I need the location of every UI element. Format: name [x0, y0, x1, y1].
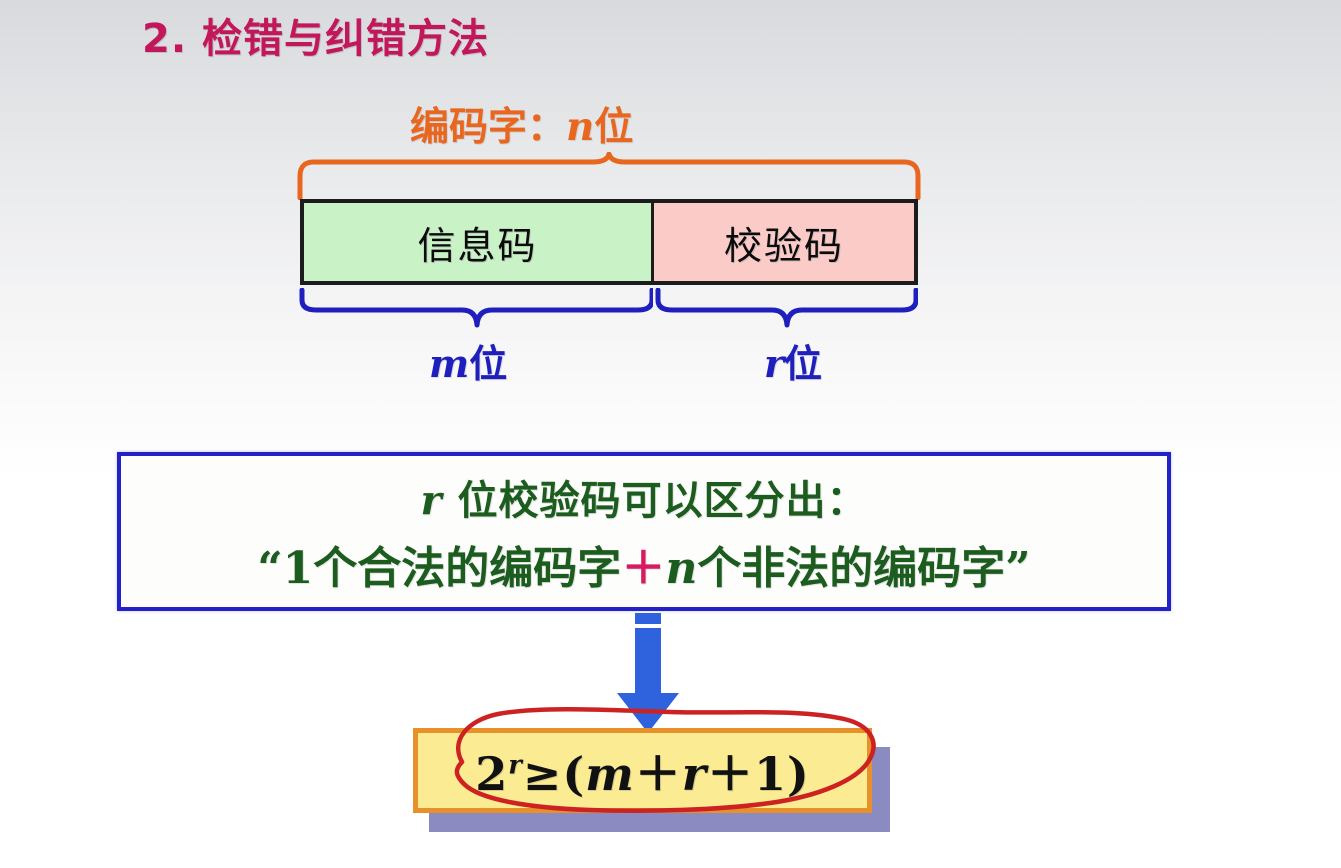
statement-plus-symbol: ＋ — [621, 542, 666, 594]
page-title: 2. 检错与纠错方法 — [142, 16, 489, 62]
codeword-label-suffix: 位 — [594, 104, 634, 150]
statement-box: r 位校验码可以区分出： “1个合法的编码字＋n个非法的编码字” — [117, 452, 1171, 611]
formula-exponent: r — [508, 750, 523, 781]
info-code-label: 信息码 — [417, 223, 538, 268]
statement-line-2-open: “1个合法的编码字 — [257, 542, 622, 594]
codeword-layout: 信息码 校验码 — [300, 199, 918, 285]
r-bits-brace-icon — [655, 288, 918, 328]
formula-term-m: m — [585, 746, 635, 801]
formula-term-one: 1 — [754, 746, 788, 801]
formula-close-paren: ) — [787, 746, 810, 801]
formula-base: 2 — [475, 746, 509, 801]
codeword-label-variable: n — [566, 104, 595, 150]
check-code-box: 校验码 — [654, 199, 918, 285]
statement-line-1-variable: r — [420, 476, 443, 524]
formula-box: 2r≥(m＋r＋1) — [413, 728, 872, 813]
codeword-label-prefix: 编码字： — [410, 104, 567, 150]
r-bits-label: r位 — [764, 333, 822, 388]
statement-line-2: “1个合法的编码字＋n个非法的编码字” — [257, 532, 1030, 596]
formula-op-1: ＋ — [634, 746, 682, 801]
statement-line-2-variable: n — [665, 542, 698, 594]
m-bits-suffix: 位 — [469, 341, 508, 386]
formula-relation: ≥ — [522, 746, 563, 801]
codeword-label: 编码字：n位 — [410, 96, 633, 152]
formula-term-r: r — [681, 746, 708, 801]
check-code-label: 校验码 — [723, 223, 844, 268]
r-bits-variable: r — [764, 341, 785, 386]
down-arrow-icon — [617, 613, 679, 733]
m-bits-label: m位 — [429, 333, 507, 388]
statement-line-1: r 位校验码可以区分出： — [420, 468, 867, 526]
r-bits-suffix: 位 — [784, 341, 823, 386]
info-code-box: 信息码 — [300, 199, 654, 285]
statement-line-2-close: 个非法的编码字” — [697, 542, 1031, 594]
formula-open-paren: ( — [562, 746, 586, 801]
formula-text: 2r≥(m＋r＋1) — [475, 738, 810, 804]
statement-line-1-text: 位校验码可以区分出： — [442, 476, 868, 524]
m-bits-brace-icon — [299, 288, 653, 328]
m-bits-variable: m — [429, 341, 470, 386]
formula-op-2: ＋ — [707, 746, 755, 801]
codeword-brace-icon — [297, 152, 921, 200]
